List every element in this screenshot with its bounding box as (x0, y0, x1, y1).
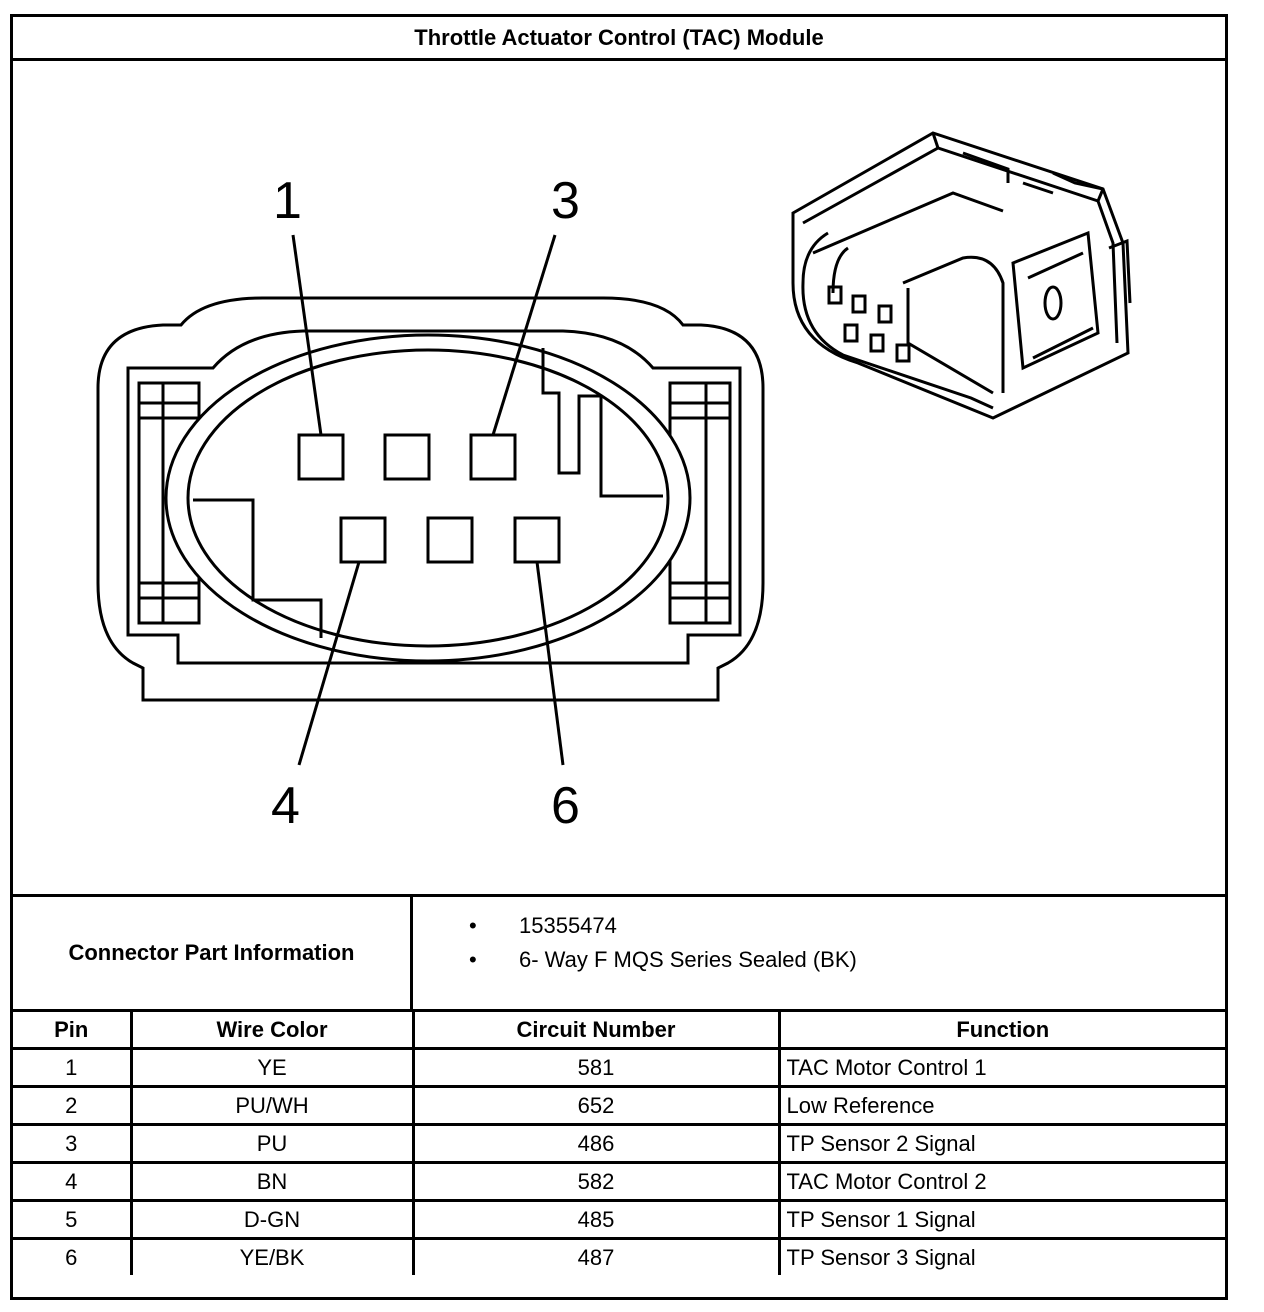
bullet-icon: • (469, 913, 477, 938)
cell-pin: 3 (13, 1123, 133, 1164)
cavity-2 (383, 433, 431, 481)
connector-housing-outline (96, 296, 765, 702)
header-wire-color: Wire Color (129, 1012, 415, 1050)
cell-function: TP Sensor 2 Signal (777, 1123, 1225, 1164)
table-row: 3 PU 486 TP Sensor 2 Signal (13, 1123, 1225, 1164)
table-row: 6 YE/BK 487 TP Sensor 3 Signal (13, 1237, 1225, 1275)
cell-wire-color: BN (129, 1161, 415, 1202)
cell-function: TAC Motor Control 2 (777, 1161, 1225, 1202)
cell-circuit-number: 582 (411, 1161, 781, 1202)
cell-pin: 2 (13, 1085, 133, 1126)
leader-lines (291, 234, 565, 766)
cell-circuit-number: 487 (411, 1237, 781, 1275)
keying-left (193, 498, 323, 638)
part-number: 15355474 (519, 913, 617, 938)
connector-inner-outline (126, 329, 742, 665)
connector-diagram: 1 3 4 6 (13, 61, 1225, 894)
cavity-6 (513, 516, 561, 564)
keying-right (541, 348, 663, 498)
cavity-5 (426, 516, 474, 564)
header-pin: Pin (13, 1012, 133, 1050)
table-row: 1 YE 581 TAC Motor Control 1 (13, 1047, 1225, 1088)
connector-isometric-view (791, 131, 1132, 420)
page-title: Throttle Actuator Control (TAC) Module (13, 17, 1225, 61)
cell-function: TAC Motor Control 1 (777, 1047, 1225, 1088)
bullet-icon: • (469, 947, 477, 972)
cell-circuit-number: 486 (411, 1123, 781, 1164)
callout-1: 1 (273, 172, 302, 230)
cell-wire-color: YE/BK (129, 1237, 415, 1275)
cell-wire-color: YE (129, 1047, 415, 1088)
cell-wire-color: PU (129, 1123, 415, 1164)
cell-pin: 4 (13, 1161, 133, 1202)
cavity-4 (339, 516, 387, 564)
cell-function: Low Reference (777, 1085, 1225, 1126)
pin-cavities (297, 433, 561, 564)
pinout-table: Pin Wire Color Circuit Number Function 1… (13, 1012, 1225, 1275)
part-info-item: • 15355474 (443, 909, 857, 943)
header-circuit-number: Circuit Number (411, 1012, 781, 1050)
callout-6: 6 (551, 777, 580, 835)
cell-pin: 6 (13, 1237, 133, 1275)
callout-3: 3 (551, 172, 580, 230)
table-row: 5 D-GN 485 TP Sensor 1 Signal (13, 1199, 1225, 1240)
table-row: 2 PU/WH 652 Low Reference (13, 1085, 1225, 1126)
cell-circuit-number: 485 (411, 1199, 781, 1240)
table-header-row: Pin Wire Color Circuit Number Function (13, 1012, 1225, 1050)
connector-sheet: Throttle Actuator Control (TAC) Module (10, 14, 1228, 1300)
connector-part-info-label: Connector Part Information (13, 897, 413, 1009)
connector-part-info-list: • 15355474 • 6- Way F MQS Series Sealed (B… (443, 909, 857, 977)
cell-pin: 5 (13, 1199, 133, 1240)
cell-function: TP Sensor 1 Signal (777, 1199, 1225, 1240)
cell-circuit-number: 652 (411, 1085, 781, 1126)
header-function: Function (777, 1012, 1225, 1050)
cell-wire-color: D-GN (129, 1199, 415, 1240)
connector-part-info: Connector Part Information • 15355474 • 6-… (13, 894, 1225, 1012)
cavity-3 (469, 433, 517, 481)
cavity-1 (297, 433, 345, 481)
cell-circuit-number: 581 (411, 1047, 781, 1088)
cell-wire-color: PU/WH (129, 1085, 415, 1126)
cell-function: TP Sensor 3 Signal (777, 1237, 1225, 1275)
part-description: 6- Way F MQS Series Sealed (BK) (519, 947, 857, 972)
connector-face-drawing: 1 3 4 6 (96, 131, 1132, 835)
table-row: 4 BN 582 TAC Motor Control 2 (13, 1161, 1225, 1202)
part-info-item: • 6- Way F MQS Series Sealed (BK) (443, 943, 857, 977)
seal-ring-inner (186, 348, 670, 648)
cell-pin: 1 (13, 1047, 133, 1088)
callout-4: 4 (271, 777, 300, 835)
